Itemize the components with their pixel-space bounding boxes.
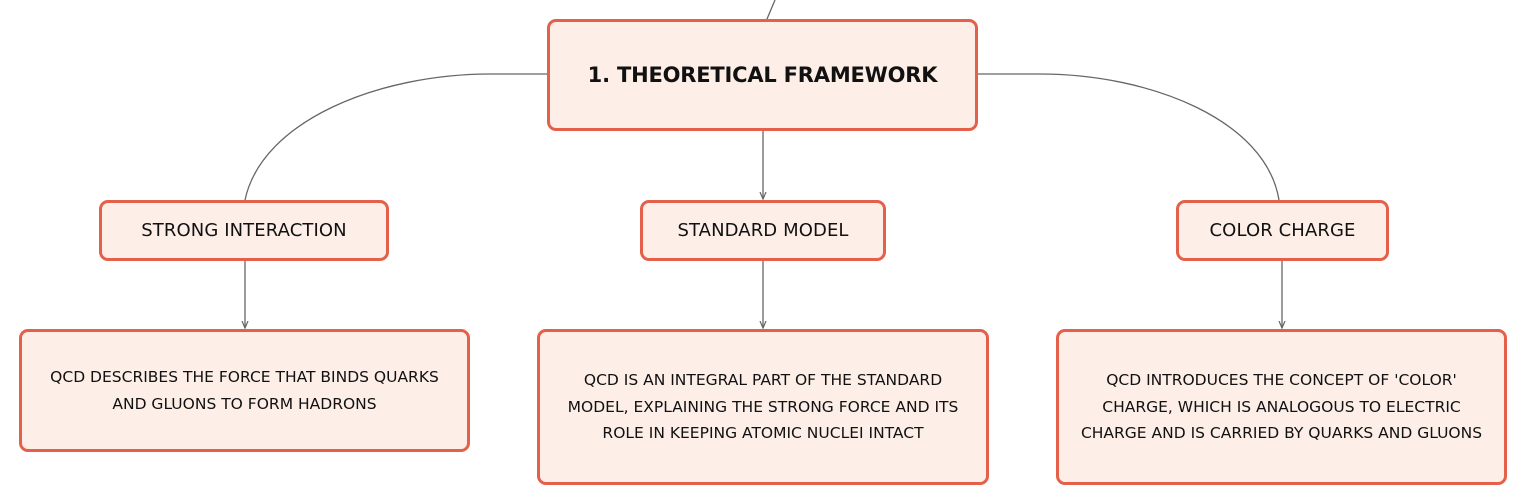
detail-text-color-charge: QCD INTRODUCES THE CONCEPT OF 'COLOR' CH…: [1080, 371, 1483, 443]
detail-node-color-charge[interactable]: QCD INTRODUCES THE CONCEPT OF 'COLOR' CH…: [1056, 329, 1507, 485]
topic-label-strong-interaction: STRONG INTERACTION: [141, 220, 347, 241]
topic-node-strong-interaction[interactable]: STRONG INTERACTION: [99, 200, 389, 261]
detail-text-standard-model: QCD IS AN INTEGRAL PART OF THE STANDARD …: [567, 371, 959, 443]
root-node-label: 1. THEORETICAL FRAMEWORK: [587, 63, 938, 87]
topic-node-standard-model[interactable]: STANDARD MODEL: [640, 200, 886, 261]
connector-root-to-strong-interaction: [244, 73, 547, 201]
connector-root-to-color-charge: [978, 73, 1280, 201]
topic-node-color-charge[interactable]: COLOR CHARGE: [1176, 200, 1389, 261]
detail-text-strong-interaction: QCD DESCRIBES THE FORCE THAT BINDS QUARK…: [50, 368, 439, 413]
incoming-parent-connector: [766, 0, 776, 20]
topic-label-standard-model: STANDARD MODEL: [677, 220, 849, 241]
detail-node-standard-model[interactable]: QCD IS AN INTEGRAL PART OF THE STANDARD …: [537, 329, 989, 485]
topic-label-color-charge: COLOR CHARGE: [1209, 220, 1356, 241]
detail-node-strong-interaction[interactable]: QCD DESCRIBES THE FORCE THAT BINDS QUARK…: [19, 329, 470, 452]
root-node[interactable]: 1. THEORETICAL FRAMEWORK: [547, 19, 978, 131]
